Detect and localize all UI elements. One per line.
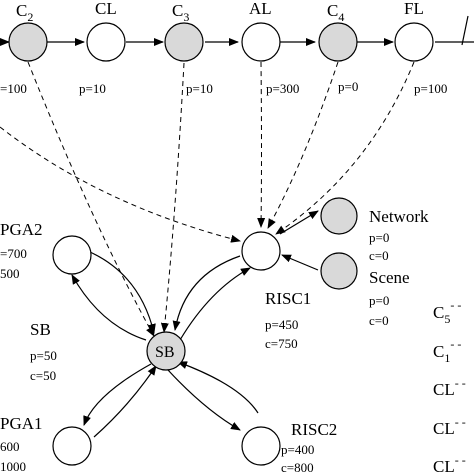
right-label-c1: C1- -: [433, 337, 461, 365]
risc2-c: c=800: [281, 460, 314, 474]
network-p: p=0: [369, 230, 389, 245]
chain-p-label-c4: p=0: [338, 79, 358, 94]
node-risc2: [241, 426, 281, 466]
solid-edges: [71, 210, 319, 438]
risc1-c: c=750: [265, 336, 298, 351]
scene-label: Scene: [369, 268, 410, 287]
chain-edges: [0, 15, 474, 46]
right-label-cl-2: CL- -: [433, 415, 466, 438]
network-label: Network: [369, 207, 429, 226]
fpga2-c: 500: [0, 266, 20, 281]
node-fpga1: [52, 426, 92, 466]
sb-side-label: SB: [30, 320, 51, 339]
chain-label-cl: CL: [95, 0, 117, 18]
risc2-label: RISC2: [291, 420, 337, 439]
chain-p-label-al: p=300: [266, 81, 299, 96]
scene-c: c=0: [369, 313, 389, 328]
chain-node-cl: [86, 22, 126, 62]
node-risc1: [241, 231, 281, 271]
risc1-p: p=450: [265, 317, 298, 332]
fpga2-label: PGA2: [0, 220, 43, 239]
chain-node-c4: [318, 22, 358, 62]
chain-nodes: [8, 22, 434, 62]
right-label-cl-3: CL- -: [433, 453, 466, 474]
chain-p-label-cl: p=10: [79, 81, 106, 96]
chain-label-al: AL: [249, 0, 272, 18]
sb-center-label: SB: [155, 344, 175, 361]
chain-label-c3: C3: [172, 1, 189, 24]
chain-p-label-c3: p=10: [186, 81, 213, 96]
chain-label-c4: C4: [327, 1, 344, 24]
sb-side-p: p=50: [30, 348, 57, 363]
risc2-p: p=400: [281, 442, 314, 457]
sb-side-c: c=50: [30, 368, 56, 383]
scene-p: p=0: [369, 293, 389, 308]
right-label-cl-1: CL- -: [433, 376, 466, 399]
fpga1-p: 600: [0, 439, 20, 454]
chain-node-c3: [164, 22, 204, 62]
right-label-c5: C5- -: [433, 298, 461, 326]
node-scene: [320, 252, 358, 290]
node-fpga2: [52, 235, 92, 275]
network-c: c=0: [369, 248, 389, 263]
node-sb: [146, 331, 186, 371]
chain-label-c2: C2: [16, 1, 33, 24]
chain-node-fl: [394, 22, 434, 62]
node-network: [320, 197, 358, 235]
chain-node-al: [241, 22, 281, 62]
risc1-label: RISC1: [265, 289, 311, 308]
fpga1-c: 1000: [0, 459, 26, 474]
chain-p-label-fl: p=100: [414, 81, 447, 96]
dashed-edges: [0, 61, 415, 337]
fpga2-p: =700: [0, 246, 27, 261]
fpga1-label: PGA1: [0, 414, 43, 433]
chain-node-c2: [8, 22, 48, 62]
chain-label-fl: FL: [404, 0, 424, 18]
chain-p-label-c2: =100: [0, 81, 27, 96]
